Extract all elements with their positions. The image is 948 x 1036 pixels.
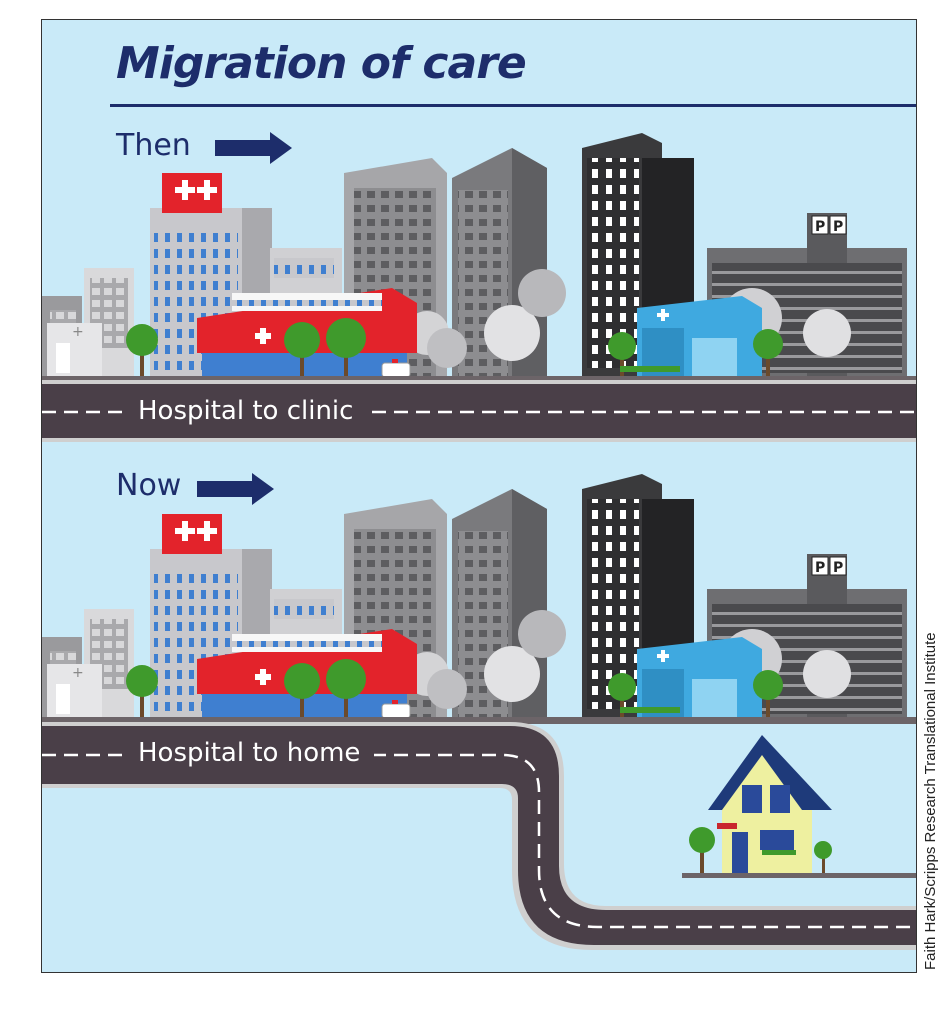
now-label: Now <box>116 468 181 503</box>
home-house-illustration <box>682 735 916 878</box>
then-arrow-icon <box>215 132 292 164</box>
then-cityscape <box>42 133 916 383</box>
then-label: Then <box>116 128 191 163</box>
then-road-label: Hospital to clinic <box>124 396 367 426</box>
now-heading: Now <box>116 468 181 503</box>
now-arrow-icon <box>197 473 274 505</box>
infographic-panel: Migration of care <box>41 19 917 973</box>
image-credit: Faith Hark/Scripps Research Translationa… <box>922 632 939 970</box>
now-road-label: Hospital to home <box>124 738 374 768</box>
then-heading: Then <box>116 128 191 163</box>
now-cityscape <box>42 474 916 724</box>
